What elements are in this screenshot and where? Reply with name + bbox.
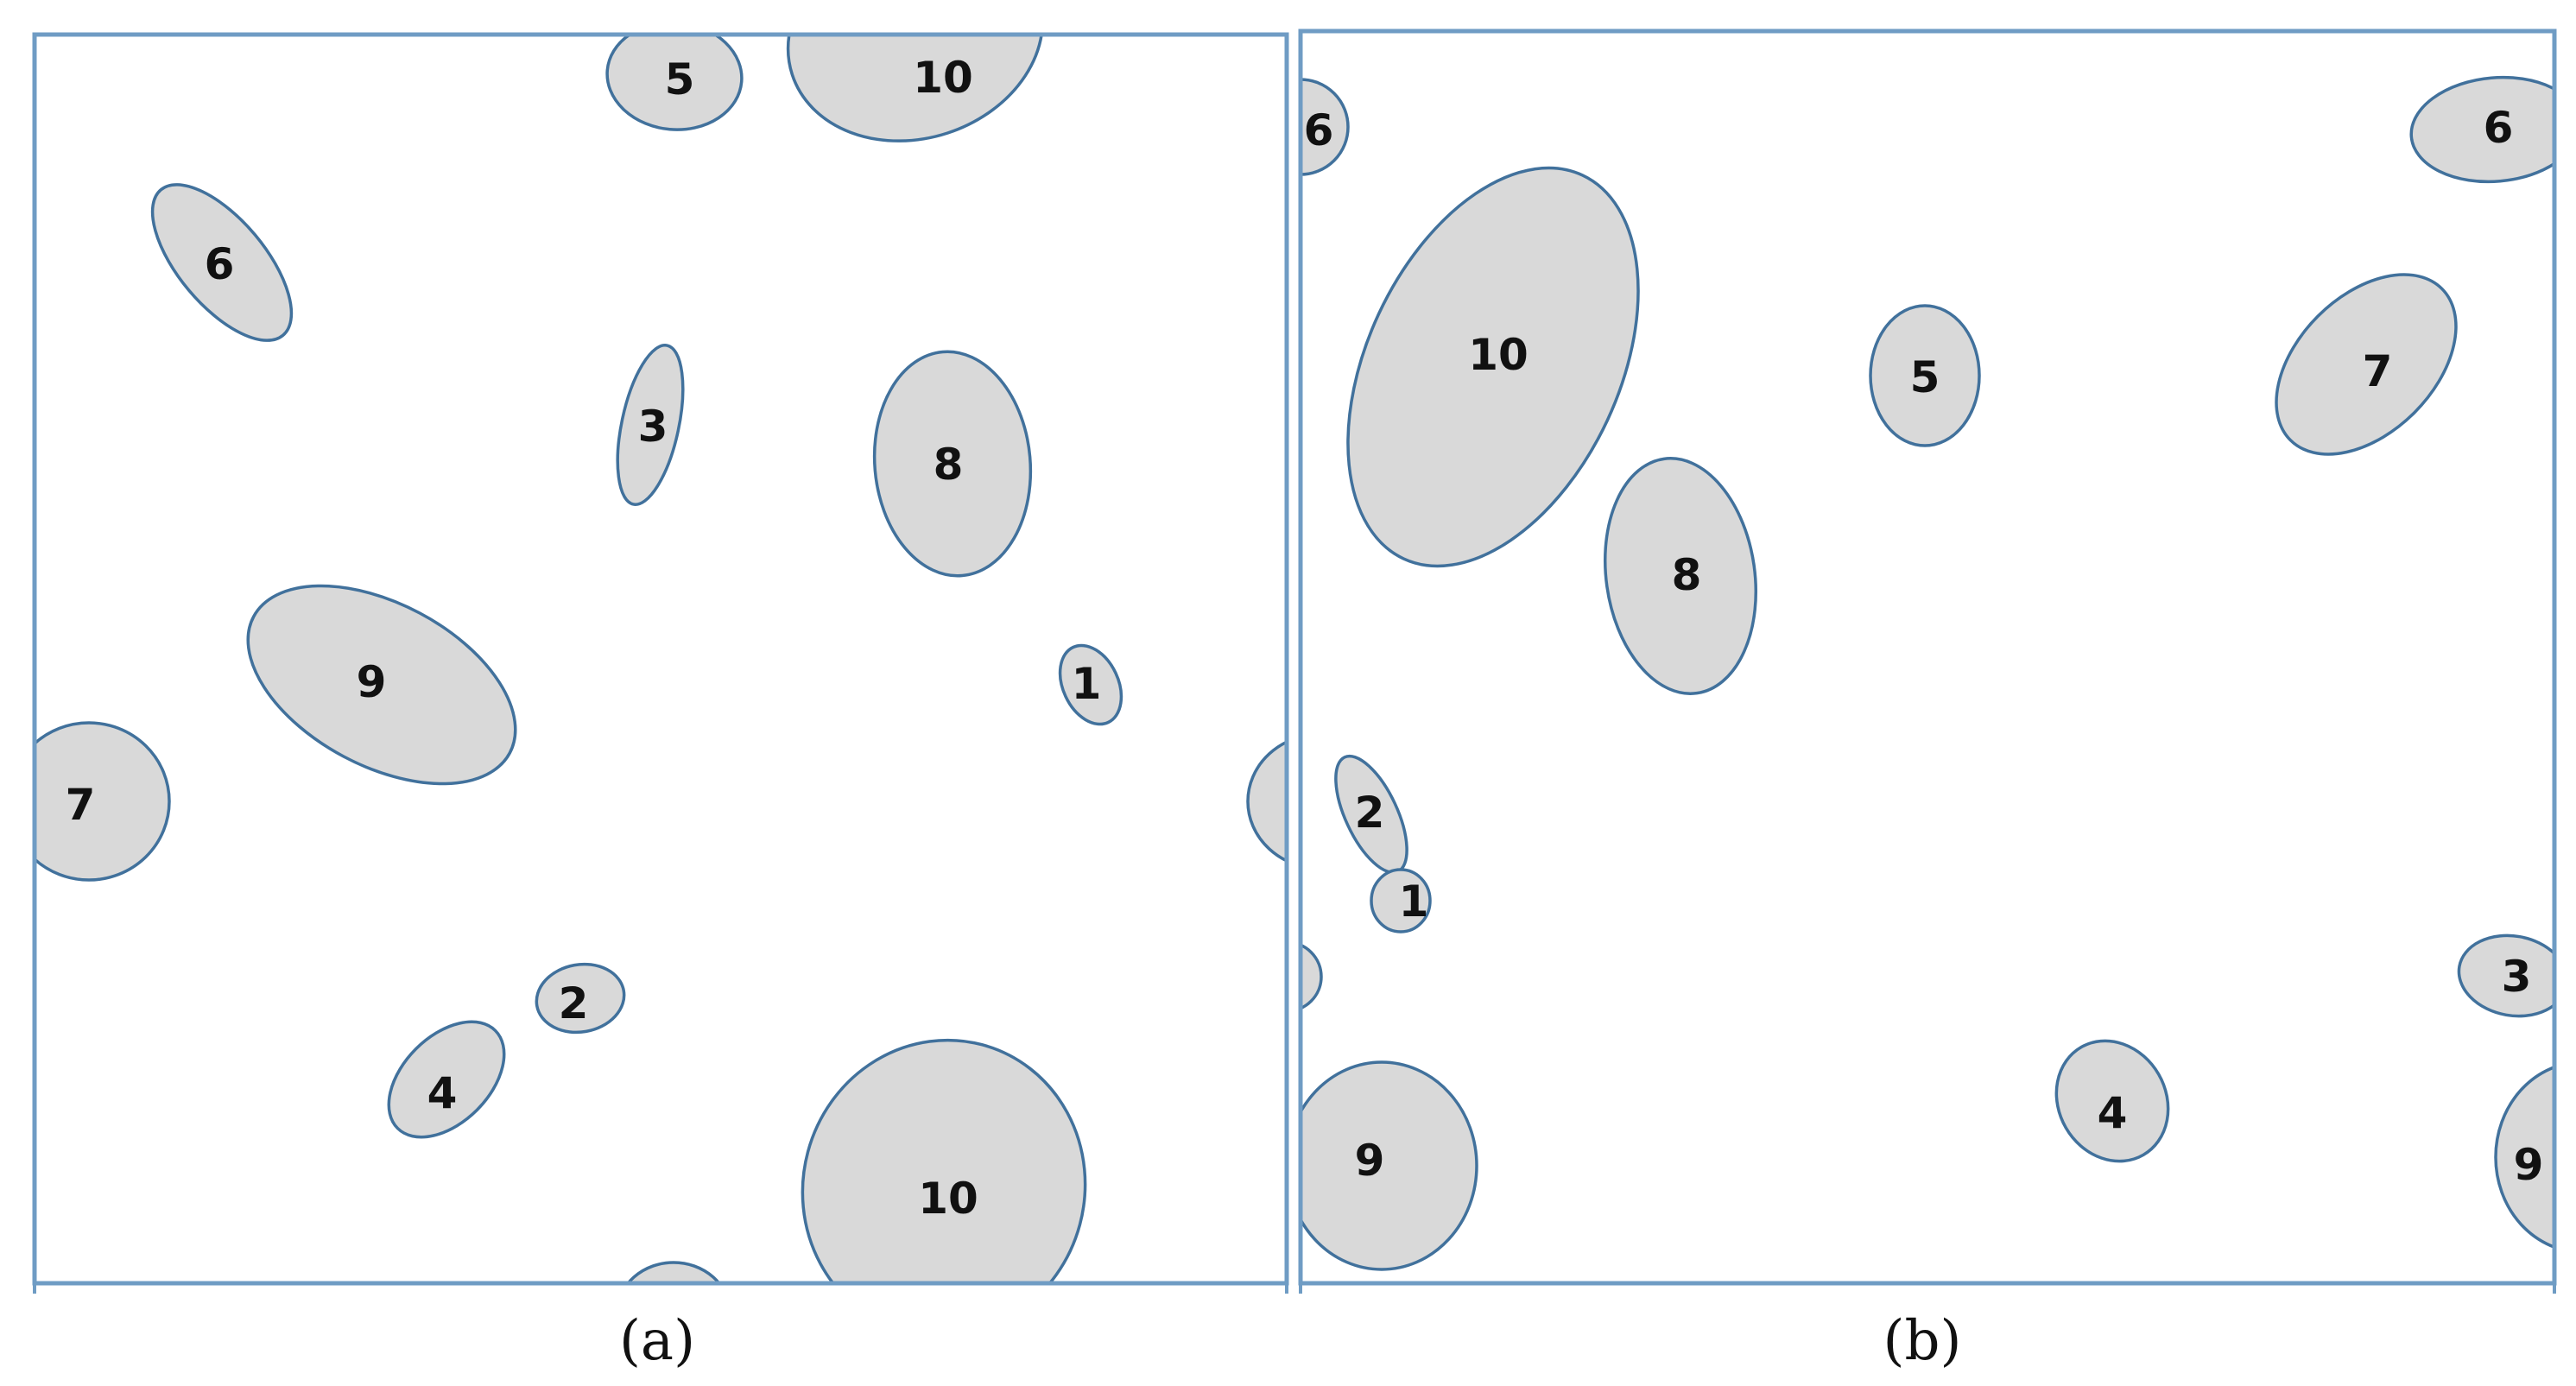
svg-text:3: 3 bbox=[2502, 952, 2532, 1002]
svg-text:1: 1 bbox=[1072, 659, 1102, 709]
svg-text:6: 6 bbox=[2484, 103, 2514, 153]
particle-b-3: 3 bbox=[2457, 933, 2554, 1018]
panel-b-particles: 6 6 10 5 7 8 2 bbox=[1301, 75, 2554, 1271]
svg-text:5: 5 bbox=[1910, 352, 1940, 402]
panel-b: 6 6 10 5 7 8 2 bbox=[1298, 28, 2557, 1294]
particle-a-4: 4 bbox=[387, 1020, 506, 1139]
particle-a-10-top: 10 bbox=[786, 35, 1045, 142]
particle-a-10-bottom: 10 bbox=[801, 1038, 1087, 1283]
particle-b-6-right: 6 bbox=[2409, 75, 2554, 184]
panel-a-caption: (a) bbox=[619, 1309, 695, 1373]
svg-text:9: 9 bbox=[1355, 1136, 1385, 1186]
particle-a-6: 6 bbox=[150, 183, 294, 342]
svg-text:6: 6 bbox=[1304, 105, 1334, 155]
panel-a-particles: 5 10 6 3 8 9 1 bbox=[35, 35, 1287, 1283]
panel-b-frame bbox=[1298, 28, 2557, 1286]
particle-b-6-left: 6 bbox=[1301, 78, 1350, 176]
svg-text:10: 10 bbox=[913, 53, 973, 103]
particle-a-8: 8 bbox=[872, 350, 1033, 578]
particle-b-4: 4 bbox=[2054, 1039, 2170, 1163]
svg-text:7: 7 bbox=[2363, 346, 2393, 396]
particle-b-1: 1 bbox=[1370, 868, 1432, 933]
particle-a-partial-bottom bbox=[626, 1261, 721, 1283]
svg-text:9: 9 bbox=[2514, 1140, 2544, 1190]
panel-a-frame bbox=[32, 32, 1289, 1286]
svg-text:8: 8 bbox=[1672, 550, 1702, 600]
particle-b-partial-left bbox=[1301, 943, 1323, 1010]
particle-a-7: 7 bbox=[35, 721, 171, 882]
svg-text:6: 6 bbox=[205, 239, 235, 289]
particle-a-3: 3 bbox=[616, 344, 685, 506]
svg-text:3: 3 bbox=[638, 402, 668, 452]
svg-text:9: 9 bbox=[357, 657, 387, 707]
particle-a-partial-right bbox=[1246, 740, 1287, 863]
svg-text:1: 1 bbox=[1399, 877, 1429, 927]
svg-text:7: 7 bbox=[66, 780, 96, 830]
svg-text:10: 10 bbox=[918, 1174, 978, 1224]
panel-b-caption: (b) bbox=[1883, 1309, 1962, 1373]
svg-text:4: 4 bbox=[2098, 1088, 2128, 1138]
particle-b-7: 7 bbox=[2275, 273, 2458, 456]
particle-b-9-right: 9 bbox=[2494, 1065, 2554, 1250]
particle-b-8: 8 bbox=[1603, 457, 1758, 695]
svg-text:2: 2 bbox=[559, 978, 589, 1028]
svg-text:2: 2 bbox=[1355, 788, 1385, 838]
svg-text:8: 8 bbox=[934, 440, 964, 490]
svg-text:5: 5 bbox=[665, 54, 695, 104]
particle-b-5: 5 bbox=[1869, 304, 1981, 447]
particle-a-1: 1 bbox=[1058, 643, 1123, 726]
svg-text:10: 10 bbox=[1468, 330, 1529, 380]
particle-a-9: 9 bbox=[246, 584, 517, 786]
particle-b-9-left: 9 bbox=[1301, 1060, 1478, 1271]
svg-text:4: 4 bbox=[427, 1068, 458, 1118]
particle-a-2: 2 bbox=[535, 962, 626, 1035]
particle-b-10: 10 bbox=[1346, 166, 1640, 568]
particle-b-2: 2 bbox=[1334, 754, 1408, 875]
panel-a: 5 10 6 3 8 9 1 bbox=[32, 32, 1289, 1294]
particle-a-5: 5 bbox=[605, 35, 744, 131]
